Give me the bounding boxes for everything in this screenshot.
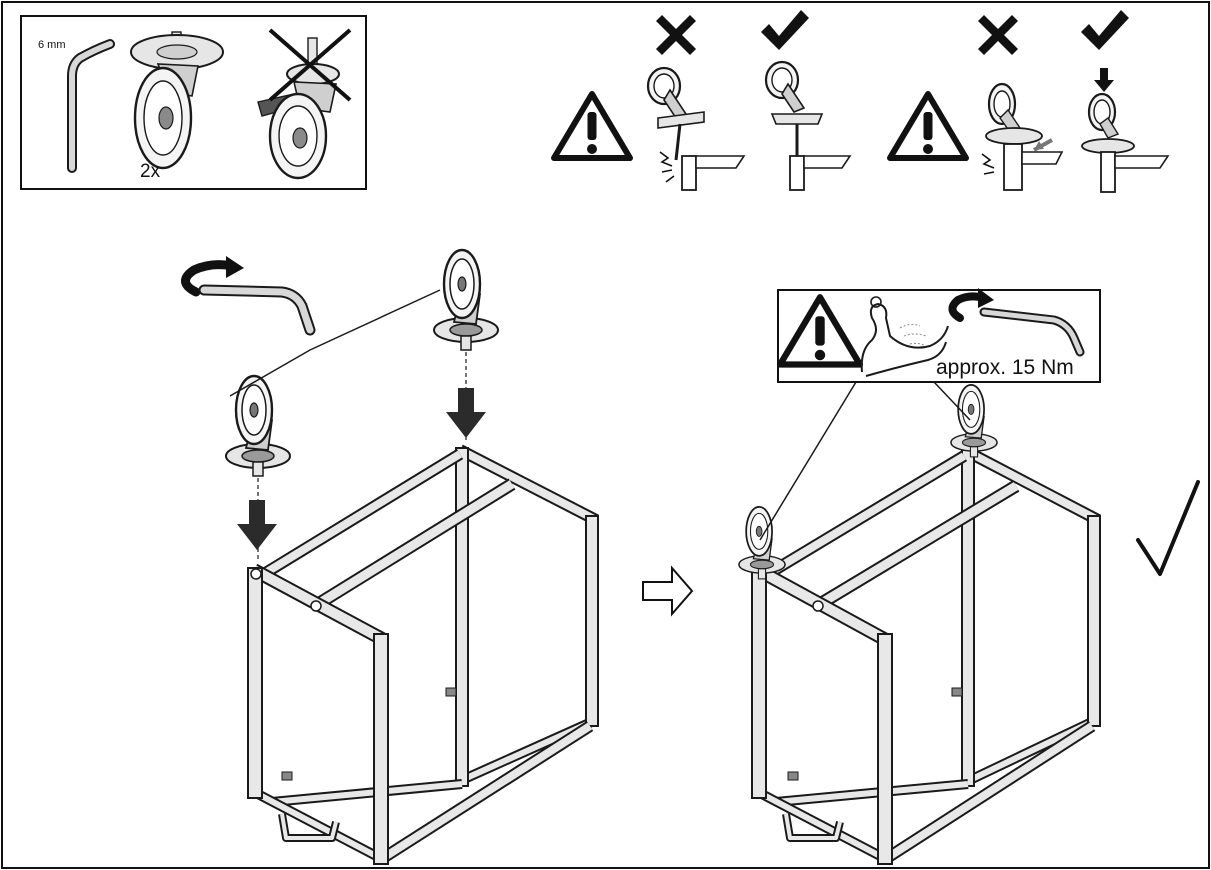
correct-insertion-sketch xyxy=(764,60,852,191)
outline-arrow-icon xyxy=(642,565,694,617)
rotation-arrow-icon xyxy=(948,288,994,322)
hex-key-size-label: 6 mm xyxy=(38,39,66,51)
check-mark-icon xyxy=(1081,10,1129,50)
insert-arrow-icon xyxy=(237,500,277,550)
frame-after xyxy=(751,446,1101,866)
cross-mark-icon xyxy=(978,15,1018,55)
torque-callout: approx. 15 Nm xyxy=(759,288,1101,541)
wrong-side-load-sketch xyxy=(981,82,1064,191)
torque-value-label: approx. 15 Nm xyxy=(936,356,1074,379)
hex-key-icon xyxy=(67,39,115,173)
caster-wheel-icon xyxy=(738,506,786,580)
caster-wheel-icon xyxy=(224,374,292,478)
caster-wheel-icon xyxy=(130,31,224,170)
wrong-insertion-sketch xyxy=(646,66,746,191)
caster-wheel-icon xyxy=(432,248,500,352)
insert-arrow-icon xyxy=(446,388,486,438)
frame-before xyxy=(247,444,599,866)
not-included-cross-icon xyxy=(268,28,352,102)
caster-wheel-icon xyxy=(950,384,998,458)
warning-triangle-icon xyxy=(554,94,630,158)
hex-key-icon xyxy=(979,307,1085,357)
leader-line xyxy=(229,289,441,397)
warning-triangle-icon xyxy=(890,94,966,158)
parts-box: 6 mm 2x xyxy=(20,15,367,190)
quantity-label: 2x xyxy=(140,161,161,182)
rotation-arrow-icon xyxy=(181,256,244,297)
correct-vertical-push-sketch xyxy=(1081,68,1170,193)
arm-strength-icon xyxy=(860,296,949,377)
check-mark-icon xyxy=(761,10,809,50)
check-mark-icon xyxy=(1136,480,1200,576)
hex-key-icon xyxy=(198,284,316,336)
cross-mark-icon xyxy=(656,15,696,55)
